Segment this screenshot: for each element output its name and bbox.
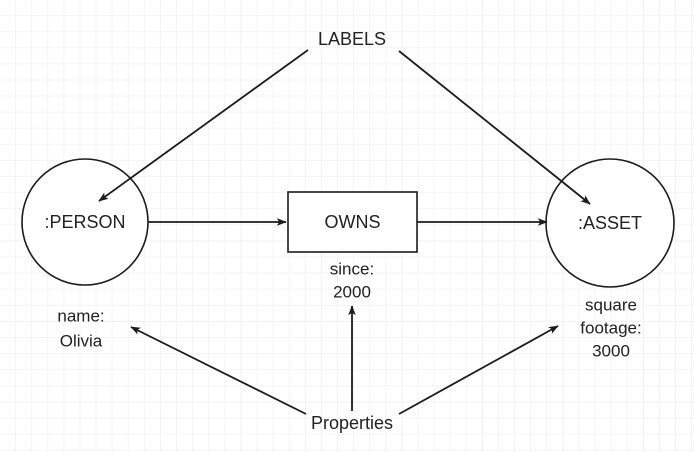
node-person-label: :PERSON bbox=[44, 212, 125, 232]
edge-labels-to-asset bbox=[398, 50, 591, 205]
property-asset-line-2: footage: bbox=[580, 318, 641, 337]
property-person-line-1: name: bbox=[57, 306, 104, 325]
property-asset-line-1: square bbox=[585, 295, 637, 314]
relationship-owns-rect[interactable] bbox=[287, 191, 418, 253]
annotation-labels: LABELS bbox=[318, 29, 386, 49]
edge-properties-to-person-props bbox=[130, 326, 307, 415]
property-asset: square footage: 3000 bbox=[580, 295, 641, 360]
edge-labels-to-person bbox=[98, 49, 309, 202]
property-person-line-2: Olivia bbox=[60, 331, 103, 350]
edge-properties-to-asset-props bbox=[398, 325, 559, 415]
property-owns-line-1: since: bbox=[330, 259, 374, 278]
property-owns-line-2: 2000 bbox=[333, 282, 371, 301]
property-person: name: Olivia bbox=[57, 306, 104, 350]
relationship-owns[interactable]: OWNS bbox=[287, 191, 418, 253]
relationship-owns-label: OWNS bbox=[325, 212, 381, 232]
node-asset-label: :ASSET bbox=[578, 213, 642, 233]
node-person[interactable]: :PERSON bbox=[21, 158, 149, 286]
property-asset-line-3: 3000 bbox=[592, 341, 630, 360]
node-asset[interactable]: :ASSET bbox=[545, 158, 675, 288]
annotation-properties: Properties bbox=[311, 413, 393, 433]
property-owns: since: 2000 bbox=[330, 259, 374, 301]
